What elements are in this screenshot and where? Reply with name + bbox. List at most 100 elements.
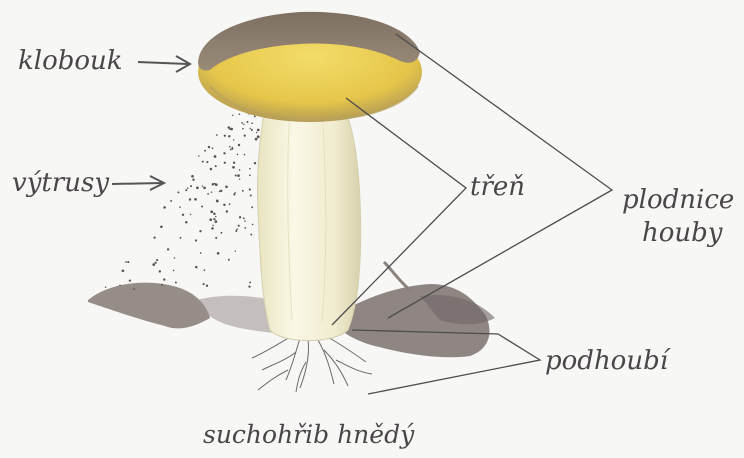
leader-arrows — [112, 56, 190, 190]
arrow-vytrusy — [112, 183, 162, 184]
spore-dot — [235, 230, 237, 232]
spore-dot — [211, 227, 214, 230]
spore-dots — [105, 102, 260, 290]
spore-dot — [249, 281, 251, 283]
spore-dot — [203, 187, 206, 190]
spore-dot — [216, 199, 218, 201]
spore-dot — [190, 185, 192, 187]
spore-dot — [195, 239, 197, 241]
label-fruiting-body-line1: plodnice — [622, 184, 734, 217]
spore-dot — [153, 236, 155, 238]
spore-dot — [199, 230, 201, 232]
spore-dot — [254, 115, 256, 117]
spore-dot — [192, 179, 194, 181]
spore-dot — [156, 259, 158, 261]
spore-dot — [235, 251, 236, 252]
label-fruiting-body: plodnice houby — [622, 184, 734, 250]
spore-dot — [257, 135, 260, 138]
spore-dot — [127, 261, 129, 263]
spore-dot — [185, 189, 187, 191]
spore-dot — [122, 269, 125, 272]
stem-shape — [257, 92, 360, 341]
spore-dot — [244, 220, 246, 222]
spore-dot — [230, 128, 233, 131]
spore-dot — [125, 261, 127, 263]
spore-dot — [213, 212, 216, 215]
spore-dot — [239, 179, 240, 180]
spore-dot — [243, 217, 245, 219]
spore-dot — [238, 225, 240, 227]
spore-dot — [202, 185, 204, 187]
spore-dot — [203, 283, 205, 285]
spore-dot — [179, 206, 181, 208]
spore-dot — [255, 138, 258, 141]
spore-dot — [167, 248, 169, 250]
spore-dot — [215, 165, 217, 167]
spore-dot — [173, 270, 175, 272]
spore-dot — [225, 185, 228, 188]
spore-dot — [229, 146, 231, 148]
spore-dot — [220, 190, 222, 192]
spore-dot — [191, 175, 194, 178]
spore-dot — [251, 129, 253, 131]
spore-dot — [212, 147, 214, 149]
spore-dot — [209, 218, 212, 221]
spore-dot — [163, 206, 166, 209]
spore-dot — [230, 149, 232, 151]
spore-dot — [198, 155, 199, 156]
spore-dot — [244, 134, 246, 136]
spore-dot — [237, 154, 239, 156]
spore-dot — [206, 285, 208, 287]
spore-dot — [239, 113, 241, 115]
spore-dot — [250, 194, 252, 196]
spore-dot — [228, 259, 230, 261]
spore-dot — [252, 224, 254, 226]
spore-dot — [242, 128, 244, 130]
spore-dot — [223, 204, 225, 206]
spore-dot — [248, 285, 250, 287]
spore-dot — [160, 226, 163, 229]
spore-dot — [254, 162, 256, 164]
spore-dot — [223, 152, 225, 154]
spore-dot — [257, 129, 260, 132]
spore-dot — [177, 191, 179, 193]
spore-dot — [163, 278, 165, 280]
label-stem: třeň — [470, 172, 525, 202]
spore-dot — [211, 191, 213, 193]
spore-dot — [174, 257, 175, 258]
spore-dot — [187, 187, 189, 189]
spore-dot — [249, 168, 251, 170]
spore-dot — [189, 198, 191, 200]
spore-dot — [224, 162, 226, 164]
arrow-klobouk — [138, 62, 188, 64]
spore-dot — [175, 282, 177, 284]
spore-dot — [243, 123, 245, 125]
spore-dot — [228, 126, 231, 129]
spore-dot — [159, 270, 161, 272]
label-fruiting-body-line2: houby — [622, 217, 734, 250]
spore-dot — [208, 146, 210, 148]
label-cap: klobouk — [18, 46, 123, 76]
mycelium-roots — [252, 336, 372, 392]
spore-dot — [236, 228, 238, 230]
spore-dot — [213, 218, 215, 220]
spore-dot — [216, 134, 218, 136]
twig — [384, 262, 410, 290]
diagram-caption: suchohřib hnědý — [203, 420, 414, 450]
spore-dot — [201, 206, 203, 208]
spore-dot — [206, 161, 208, 163]
spore-dot — [180, 237, 182, 239]
spore-dot — [238, 144, 240, 146]
spore-dot — [237, 174, 240, 177]
spore-dot — [182, 214, 184, 216]
spore-dot — [232, 166, 235, 169]
spore-dot — [214, 183, 216, 185]
spore-dot — [215, 220, 218, 223]
spore-dot — [185, 221, 188, 224]
spore-dot — [204, 269, 206, 271]
spore-dot — [212, 183, 215, 186]
spore-dot — [241, 122, 243, 124]
spore-dot — [105, 286, 106, 287]
spore-dot — [190, 214, 192, 216]
